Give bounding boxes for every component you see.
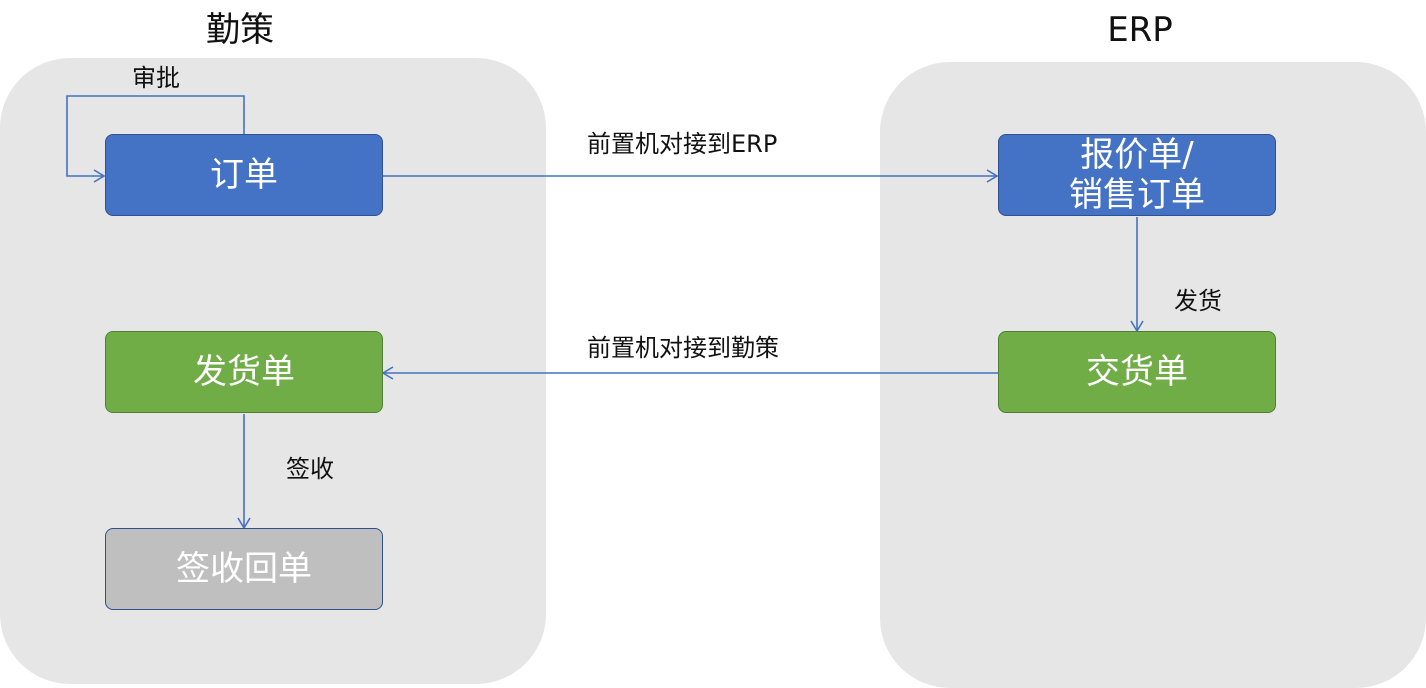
shipping-order-node: 发货单 bbox=[105, 331, 383, 413]
order-node: 订单 bbox=[105, 134, 383, 216]
approve-label: 审批 bbox=[132, 64, 180, 92]
delivery-order-node: 交货单 bbox=[998, 331, 1276, 413]
qince-lane-title: 勤策 bbox=[206, 10, 274, 50]
ship-label: 发货 bbox=[1174, 287, 1222, 315]
sign-receipt-node: 签收回单 bbox=[105, 528, 383, 610]
to-erp-label: 前置机对接到ERP bbox=[587, 130, 778, 158]
quote-sales-order-node: 报价单/ 销售订单 bbox=[998, 134, 1276, 216]
erp-lane-title: ERP bbox=[1107, 10, 1173, 50]
sign-label: 签收 bbox=[286, 455, 334, 483]
to-qince-label: 前置机对接到勤策 bbox=[587, 334, 779, 362]
